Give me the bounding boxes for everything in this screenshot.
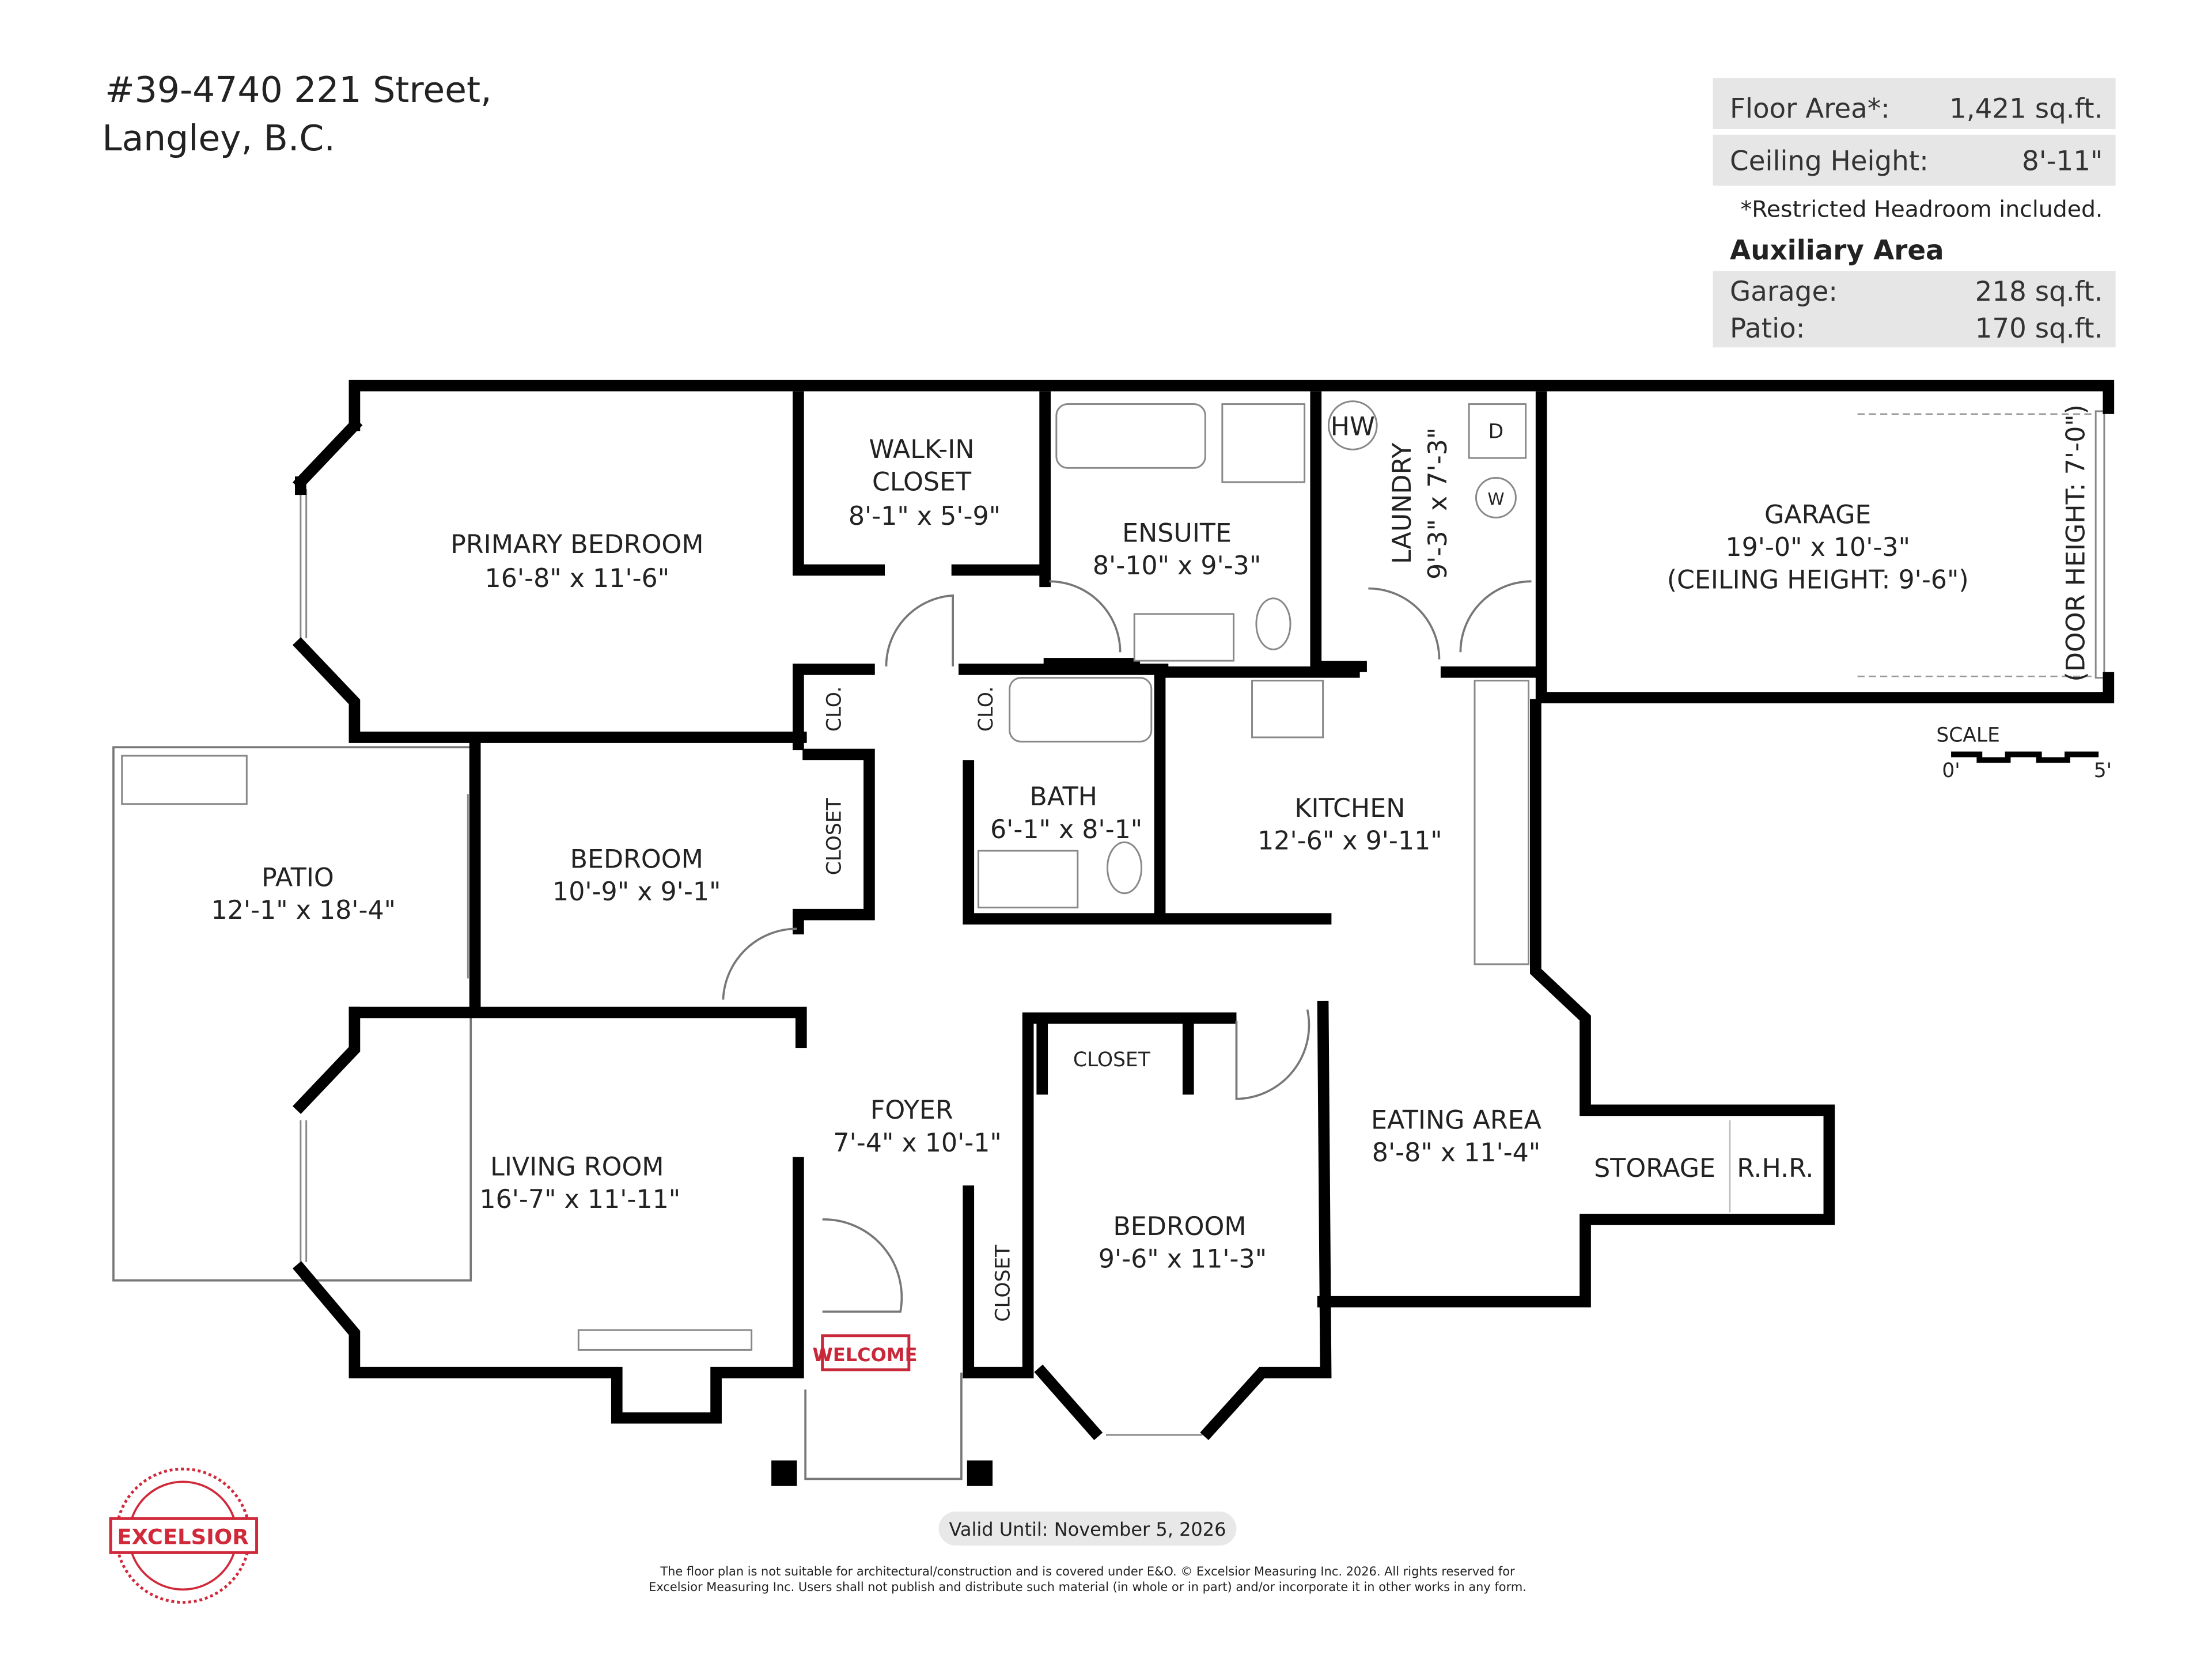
garage-area-label: Garage: [1730, 276, 1838, 308]
living-room-name: LIVING ROOM [490, 1153, 664, 1182]
disclaimer-line2: Excelsior Measuring Inc. Users shall not… [649, 1580, 1527, 1594]
fixtures [771, 400, 1530, 1486]
walkin-name: WALK-IN [869, 435, 975, 464]
garage-ceiling: (CEILING HEIGHT: 9'-6") [1667, 566, 1969, 595]
floor-area-label: Floor Area*: [1730, 93, 1890, 124]
entry-post [771, 1460, 797, 1486]
water-heater-icon [1327, 400, 1378, 450]
walkin-name2: CLOSET [872, 468, 972, 497]
patio-area-value: 170 sq.ft. [1975, 313, 2103, 344]
kitchen-counter [1474, 680, 1530, 965]
garage-door-height: (DOOR HEIGHT: 7'-0") [2061, 404, 2090, 681]
address-line1: #39-4740 221 Street, [105, 69, 492, 111]
bedroom2-name: BEDROOM [570, 844, 703, 874]
storage-rhr: R.H.R. [1737, 1154, 1813, 1183]
door-swings [722, 580, 1532, 1313]
headroom-note: *Restricted Headroom included. [1741, 196, 2103, 223]
toilet-icon [1106, 841, 1143, 895]
welcome-text: WELCOME [813, 1344, 918, 1366]
disclaimer-line1: The floor plan is not suitable for archi… [660, 1565, 1515, 1578]
bedroom3-name: BEDROOM [1113, 1212, 1246, 1241]
ensuite-dims: 8'-10" x 9'-3" [1093, 551, 1261, 581]
windows [300, 410, 2105, 1436]
stove-icon [1251, 680, 1324, 738]
bedroom2-dims: 10'-9" x 9'-1" [552, 877, 721, 907]
dryer-label: D [1488, 421, 1504, 444]
eating-area-name: EATING AREA [1371, 1105, 1541, 1135]
ceiling-label: Ceiling Height: [1730, 146, 1929, 177]
closet2-label: CLOSET [1073, 1048, 1151, 1071]
foyer-name: FOYER [870, 1096, 953, 1125]
garage-area-value: 218 sq.ft. [1975, 276, 2103, 308]
valid-until: Valid Until: November 5, 2026 [949, 1518, 1226, 1540]
logo-text: EXCELSIOR [117, 1525, 248, 1550]
patio-dims: 12'-1" x 18'-4" [211, 896, 396, 925]
address-line2: Langley, B.C. [102, 118, 335, 159]
washer-label: W [1487, 489, 1504, 509]
water-heater-label: HW [1331, 412, 1375, 442]
clo1-label: CLO. [823, 686, 846, 732]
primary-bedroom-dims: 16'-8" x 11'-6" [485, 564, 670, 593]
aux-title: Auxiliary Area [1730, 235, 1944, 266]
kitchen-dims: 12'-6" x 9'-11" [1257, 826, 1442, 855]
laundry-name: LAUNDRY [1388, 442, 1417, 565]
dryer-icon [1468, 403, 1527, 459]
closet3-label: CLOSET [992, 1244, 1015, 1322]
foyer-dims: 7'-4" x 10'-1" [833, 1128, 1001, 1158]
storage-name: STORAGE [1594, 1154, 1715, 1183]
ensuite-name: ENSUITE [1122, 518, 1232, 548]
garage-name: GARAGE [1764, 500, 1871, 529]
walls [292, 380, 2115, 1441]
living-room-dims: 16'-7" x 11'-11" [479, 1185, 680, 1214]
patio-name: PATIO [262, 863, 334, 892]
scale-bar: SCALE 0' 5' [1936, 724, 2112, 782]
area-summary: Floor Area*: 1,421 sq.ft. Ceiling Height… [1713, 78, 2116, 348]
closet1-label: CLOSET [823, 797, 846, 875]
washer-icon [1475, 477, 1517, 518]
walkin-dims: 8'-1" x 5'-9" [849, 502, 1001, 531]
bath-dims: 6'-1" x 8'-1" [990, 815, 1142, 844]
valid-until-badge [938, 1512, 1237, 1546]
kitchen-name: KITCHEN [1294, 794, 1405, 823]
bathtub-icon [1009, 677, 1153, 743]
garage-dims: 19'-0" x 10'-3" [1725, 533, 1910, 562]
excelsior-logo: EXCELSIOR [109, 1467, 258, 1604]
eating-area-dims: 8'-8" x 11'-4" [1372, 1138, 1540, 1168]
floor-area-value: 1,421 sq.ft. [1949, 93, 2103, 124]
patio-area-label: Patio: [1730, 313, 1805, 344]
bath-name: BATH [1029, 782, 1097, 812]
sink-icon [1133, 613, 1235, 662]
bathtub-icon [1055, 403, 1206, 469]
shower-icon [1221, 403, 1306, 483]
primary-bedroom-name: PRIMARY BEDROOM [450, 530, 703, 559]
sink-icon [977, 850, 1079, 908]
scale-min: 0' [1942, 759, 1960, 782]
clo2-label: CLO. [975, 686, 998, 732]
scale-max: 5' [2094, 759, 2112, 782]
bedroom3-dims: 9'-6" x 11'-3" [1099, 1245, 1267, 1274]
patio-table-icon [121, 755, 248, 805]
toilet-icon [1255, 597, 1291, 650]
scale-title: SCALE [1936, 724, 1999, 747]
laundry-dims: 9'-3" x 7'-3" [1423, 427, 1453, 579]
ceiling-value: 8'-11" [2022, 146, 2103, 177]
entry-post [967, 1460, 993, 1486]
welcome-mat [821, 1334, 911, 1372]
